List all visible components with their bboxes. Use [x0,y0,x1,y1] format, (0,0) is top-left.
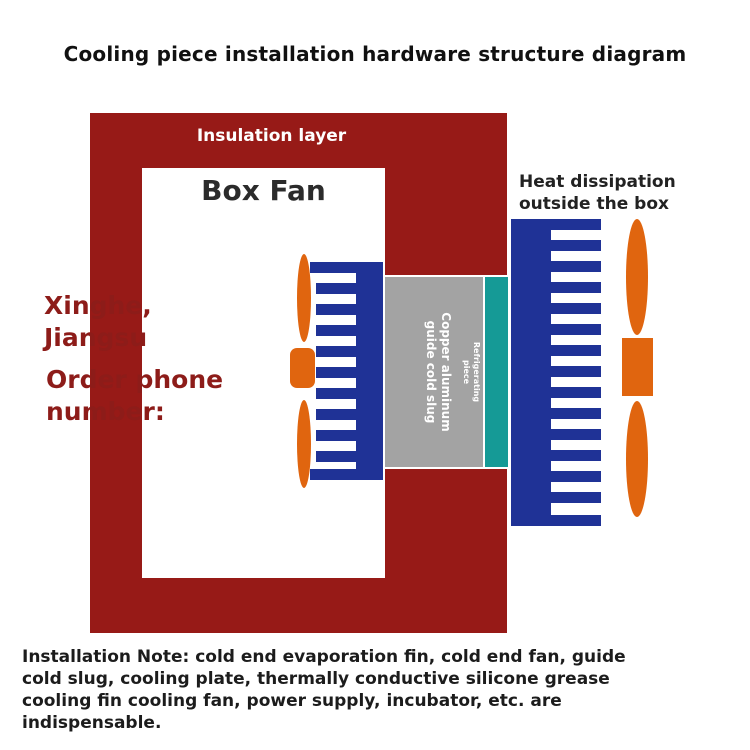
order-phone-line: number: [46,397,165,426]
heat-dissipation-label: Heat dissipation outside the box [519,171,739,215]
heat-dissipation-label-line: Heat dissipation [519,172,676,192]
box-fan [290,254,315,488]
heat-dissipation-label-line: outside the box [519,194,669,214]
vendor-location-line: Xinghe, [44,291,152,320]
heat-dissipation-fin [511,219,601,526]
order-phone-line: Order phone [46,365,224,394]
order-phone-label: Order phone number: [46,364,223,428]
diagram-title: Cooling piece installation hardware stru… [63,42,687,66]
refrigerating-piece [483,275,510,469]
box-fan-label: Box Fan [201,174,326,207]
outside-fan [622,219,653,517]
vendor-location: Xinghe, Jiangsu [44,290,152,354]
vendor-location-line: Jiangsu [44,323,148,352]
insulation-layer-label: Insulation layer [196,126,347,146]
refrigerating-piece-label: Refrigerating piece [462,341,481,403]
cold-end-fin [310,262,383,480]
installation-note: Installation Note: cold end evaporation … [22,647,626,733]
copper-slug-label: Copper aluminum guide cold slug [424,312,453,432]
